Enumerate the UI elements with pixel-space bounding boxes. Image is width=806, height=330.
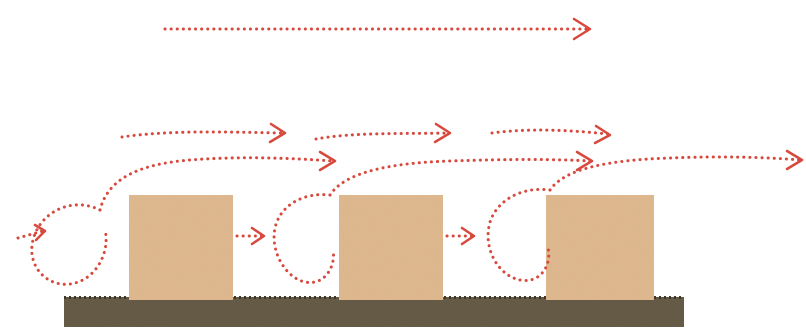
vortex-gap-1-arrowhead-icon: [250, 226, 266, 246]
vortex-left-arrowhead-icon: [33, 223, 47, 242]
lift-flow-2-arrowhead-icon: [575, 150, 594, 172]
upper-flow-3-line: [490, 128, 610, 136]
upper-flow-3-arrowhead-icon: [593, 124, 612, 145]
vortex-gap-2-line: [486, 187, 552, 282]
vortex-left-entry-line: [16, 229, 45, 240]
vortex-left-line: [30, 203, 108, 286]
ground-strip: [64, 297, 684, 327]
lift-flow-3-arrowhead-icon: [785, 149, 804, 171]
flow-group: [16, 17, 804, 286]
upper-flow-1-line: [120, 130, 285, 139]
lift-flow-2-line: [328, 158, 592, 197]
lift-flow-1-arrowhead-icon: [318, 150, 337, 172]
lift-flow-1-line: [98, 156, 335, 212]
upper-flow-2-arrowhead-icon: [433, 122, 452, 144]
block-1: [129, 195, 233, 300]
top-flow-arrowhead-icon: [572, 17, 592, 41]
lift-flow-3-line: [548, 155, 802, 192]
vortex-gap-1-line: [272, 193, 335, 284]
block-2: [339, 195, 443, 300]
upper-flow-2-line: [314, 131, 450, 141]
block-3: [546, 195, 654, 300]
upper-flow-1-arrowhead-icon: [268, 122, 287, 144]
vortex-gap-2-arrowhead-icon: [460, 226, 476, 246]
